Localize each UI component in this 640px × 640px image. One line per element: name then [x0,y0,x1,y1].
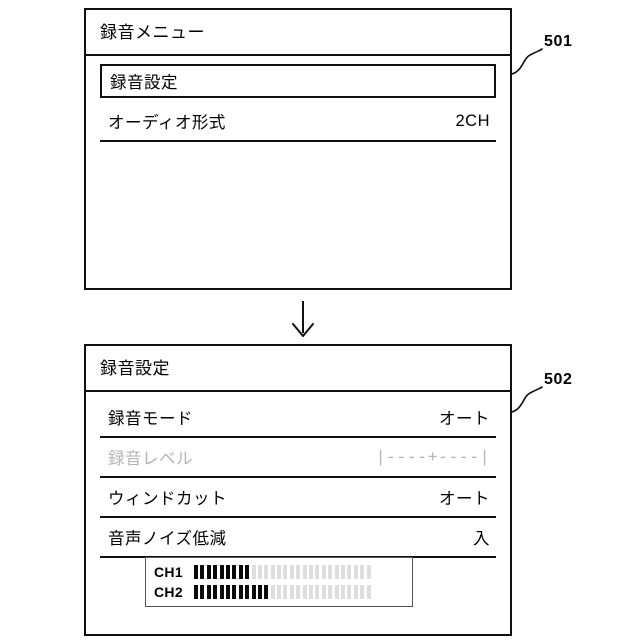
meter-segment [353,585,358,599]
meter-bars-ch2 [194,585,371,599]
recording-settings-title-bar: 録音設定 [86,346,510,392]
meter-segment [200,585,205,599]
meter-segment [264,565,269,579]
recording-settings-screen: 録音設定 録音モード オート 録音レベル |----+----| ウィンドカット… [84,344,512,636]
meter-segment [328,585,333,599]
setting-row-wind-cut[interactable]: ウィンドカット オート [100,478,496,518]
setting-row-voice-noise-reduction[interactable]: 音声ノイズ低減 入 [100,518,496,558]
meter-segment [347,565,352,579]
meter-segment [315,565,320,579]
meter-segment [194,565,198,579]
meter-segment [309,565,314,579]
meter-segment [360,585,365,599]
meter-channel-label: CH1 [154,564,183,580]
meter-segment [277,565,282,579]
meter-segment [283,565,288,579]
meter-segment [270,585,275,599]
meter-segment [194,585,198,599]
setting-value: オート [439,410,490,428]
meter-segment [232,585,237,599]
meter-segment [347,585,352,599]
meter-segment [366,565,371,579]
meter-channel-label: CH2 [154,584,183,600]
meter-segment [340,585,345,599]
recording-menu-screen: 録音メニュー 録音設定 オーディオ形式 2CH [84,8,512,290]
meter-segment [321,565,326,579]
reference-callout-502: 502 [508,372,618,428]
meter-segment [277,585,282,599]
setting-row-recording-level: 録音レベル |----+----| [100,438,496,478]
meter-segment [321,585,326,599]
meter-segment [257,585,262,599]
meter-segment [206,585,211,599]
flow-down-arrow-icon [288,300,318,338]
recording-menu-title-bar: 録音メニュー [86,10,510,56]
meter-segment [340,565,345,579]
meter-segment [289,565,294,579]
meter-segment [200,565,205,579]
meter-segment [296,565,301,579]
meter-segment [225,585,230,599]
meter-segment [315,585,320,599]
meter-segment [245,565,250,579]
meter-segment [206,565,211,579]
meter-segment [302,565,307,579]
recording-settings-list: 録音モード オート 録音レベル |----+----| ウィンドカット オート … [86,392,510,558]
recording-level-slider: |----+----| [375,447,490,467]
meter-segment [283,585,288,599]
meter-segment [245,585,250,599]
meter-segment [213,585,218,599]
setting-row-recording-mode[interactable]: 録音モード オート [100,398,496,438]
meter-segment [334,565,339,579]
reference-number-502: 502 [544,371,573,388]
meter-segment [270,565,275,579]
menu-item-audio-format[interactable]: オーディオ形式 2CH [100,102,496,142]
meter-row-ch1: CH1 [154,562,406,582]
page-title: 録音メニュー [100,22,205,42]
meter-segment [251,565,256,579]
meter-segment [296,585,301,599]
page-title: 録音設定 [100,358,170,378]
meter-segment [238,565,243,579]
meter-segment [232,565,237,579]
meter-bars-ch1 [194,565,371,579]
meter-row-ch2: CH2 [154,582,406,602]
meter-segment [328,565,333,579]
menu-item-value: 2CH [455,111,490,130]
meter-segment [257,565,262,579]
audio-level-meter: CH1 CH2 [145,557,413,607]
meter-segment [309,585,314,599]
menu-item-label: オーディオ形式 [108,114,226,132]
reference-number-501: 501 [544,33,573,50]
setting-label: 録音レベル [108,450,193,468]
meter-segment [251,585,256,599]
meter-segment [366,585,371,599]
meter-segment [353,565,358,579]
meter-segment [238,585,243,599]
meter-segment [289,585,294,599]
meter-segment [219,585,224,599]
menu-item-label: 録音設定 [110,74,178,92]
setting-label: ウィンドカット [108,490,227,508]
reference-callout-501: 501 [508,34,618,90]
meter-segment [219,565,224,579]
setting-value: 入 [473,530,490,548]
recording-menu-list: 録音設定 オーディオ形式 2CH [86,56,510,142]
meter-segment [225,565,230,579]
meter-segment [334,585,339,599]
meter-segment [360,565,365,579]
setting-label: 音声ノイズ低減 [108,530,227,548]
meter-segment [302,585,307,599]
setting-value: オート [439,490,490,508]
setting-label: 録音モード [108,410,193,428]
meter-segment [213,565,218,579]
menu-item-recording-settings[interactable]: 録音設定 [100,64,496,98]
meter-segment [264,585,269,599]
